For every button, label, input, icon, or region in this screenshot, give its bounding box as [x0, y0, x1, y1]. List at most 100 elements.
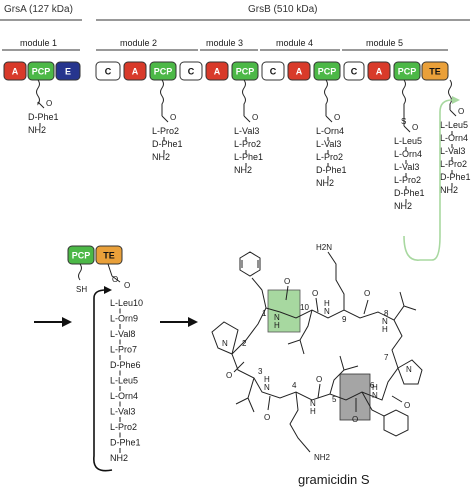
svg-text:A: A — [132, 67, 139, 77]
residue-number-10: 10 — [300, 303, 309, 312]
domain-c-6: C — [179, 61, 203, 81]
module-4-label: module 4 — [276, 38, 313, 48]
grsa-label: GrsA (127 kDa) — [4, 4, 73, 15]
residue-te-5: NH2 — [440, 185, 458, 195]
residue-te-1: L-Orn4 — [440, 133, 468, 143]
grsb-label: GrsB (510 kDa) — [248, 4, 317, 15]
residue-m4-3: D-Phe1 — [316, 165, 347, 175]
module-2-label: module 2 — [120, 38, 157, 48]
residue-m5-2: L-Val3 — [394, 162, 419, 172]
domain-te-15: TE — [421, 61, 449, 81]
domain-a-4: A — [123, 61, 147, 81]
decapeptide-residue-6: L-Orn4 — [110, 391, 138, 401]
svg-text:N: N — [382, 317, 388, 326]
residue-m2-0: L-Pro2 — [152, 126, 179, 136]
residue-m3-1: L-Pro2 — [234, 139, 261, 149]
residue-number-5: 5 — [332, 395, 337, 404]
domain-pcp-8: PCP — [231, 61, 259, 81]
domain-c-12: C — [343, 61, 365, 81]
svg-text:H: H — [324, 299, 330, 308]
residue-te-0: L-Leu5 — [440, 120, 468, 130]
svg-text:N: N — [310, 399, 316, 408]
domain-pcp-14: PCP — [393, 61, 421, 81]
svg-text:H: H — [382, 325, 388, 334]
svg-text:O: O — [334, 113, 340, 122]
residue-number-6: 6 — [370, 381, 375, 390]
svg-text:O: O — [124, 281, 130, 290]
residue-m5-5: NH2 — [394, 201, 412, 211]
orn9-amine: H2N — [316, 243, 332, 252]
svg-text:O: O — [364, 289, 370, 298]
svg-text:N: N — [324, 307, 330, 316]
decapeptide-residue-7: L-Val3 — [110, 407, 135, 417]
product-name: gramicidin S — [298, 472, 370, 487]
svg-text:S: S — [401, 117, 406, 126]
residue-number-4: 4 — [292, 381, 297, 390]
svg-text:C: C — [188, 67, 195, 77]
svg-text:O: O — [412, 123, 418, 132]
residue-m2-1: D-Phe1 — [152, 139, 183, 149]
residue-m5-1: L-Orn4 — [394, 149, 422, 159]
tethered-chains: OD-Phe1NH2OL-Pro2D-Phe1NH2OL-Val3L-Pro2L… — [28, 79, 471, 211]
domain-a-10: A — [287, 61, 311, 81]
residue-number-1: 1 — [262, 309, 267, 318]
decapeptide-residue-5: L-Leu5 — [110, 376, 138, 386]
svg-text:TE: TE — [429, 67, 441, 77]
svg-text:C: C — [270, 67, 277, 77]
svg-text:PCP: PCP — [398, 67, 417, 77]
svg-text:A: A — [376, 67, 383, 77]
residue-m4-2: L-Pro2 — [316, 152, 343, 162]
residue-number-7: 7 — [384, 353, 389, 362]
residue-m3-0: L-Val3 — [234, 126, 259, 136]
residue-te-3: L-Pro2 — [440, 159, 467, 169]
domain-c-3: C — [95, 61, 121, 81]
residue-number-8: 8 — [384, 309, 389, 318]
svg-text:PCP: PCP — [154, 67, 173, 77]
svg-text:N: N — [406, 365, 412, 374]
residue-m1-0: D-Phe1 — [28, 112, 59, 122]
domain-pcp-1: PCP — [27, 61, 55, 81]
svg-text:PCP: PCP — [236, 67, 255, 77]
svg-text:A: A — [214, 67, 221, 77]
svg-text:N: N — [222, 339, 228, 348]
residue-m1-1: NH2 — [28, 125, 46, 135]
domain-a-7: A — [205, 61, 229, 81]
svg-text:A: A — [12, 67, 19, 77]
domain-pcp-5: PCP — [149, 61, 177, 81]
svg-text:TE: TE — [103, 251, 115, 261]
svg-text:N: N — [274, 313, 280, 322]
svg-text:C: C — [351, 67, 358, 77]
decapeptide-residue-1: L-Orn9 — [110, 314, 138, 324]
svg-text:PCP: PCP — [318, 67, 337, 77]
residue-m3-3: NH2 — [234, 165, 252, 175]
complex-pcp-domain — [67, 245, 95, 265]
svg-text:O: O — [284, 277, 290, 286]
svg-text:C: C — [105, 67, 112, 77]
complex-te-domain — [95, 245, 123, 265]
domain-a-0: A — [3, 61, 27, 81]
decapeptide-residue-8: L-Pro2 — [110, 422, 137, 432]
domain-c-9: C — [261, 61, 285, 81]
domain-a-13: A — [367, 61, 391, 81]
svg-text:N: N — [264, 383, 270, 392]
svg-text:N: N — [372, 391, 378, 400]
transfer-arrow-head — [452, 96, 460, 104]
svg-text:H: H — [372, 383, 378, 392]
domain-e-2: E — [55, 61, 81, 81]
svg-text:O: O — [264, 413, 270, 422]
residue-m4-4: NH2 — [316, 178, 334, 188]
transfer-arrow — [403, 99, 453, 261]
decapeptide-residue-10: NH2 — [110, 453, 128, 463]
highlight-green — [267, 289, 301, 333]
svg-text:E: E — [65, 67, 71, 77]
residue-number-2: 2 — [242, 339, 247, 348]
orn4-amine: NH2 — [314, 453, 331, 462]
module-1-label: module 1 — [20, 38, 57, 48]
decapeptide-residue-0: L-Leu10 — [110, 298, 143, 308]
module-5-label: module 5 — [366, 38, 403, 48]
residue-number-3: 3 — [258, 367, 263, 376]
